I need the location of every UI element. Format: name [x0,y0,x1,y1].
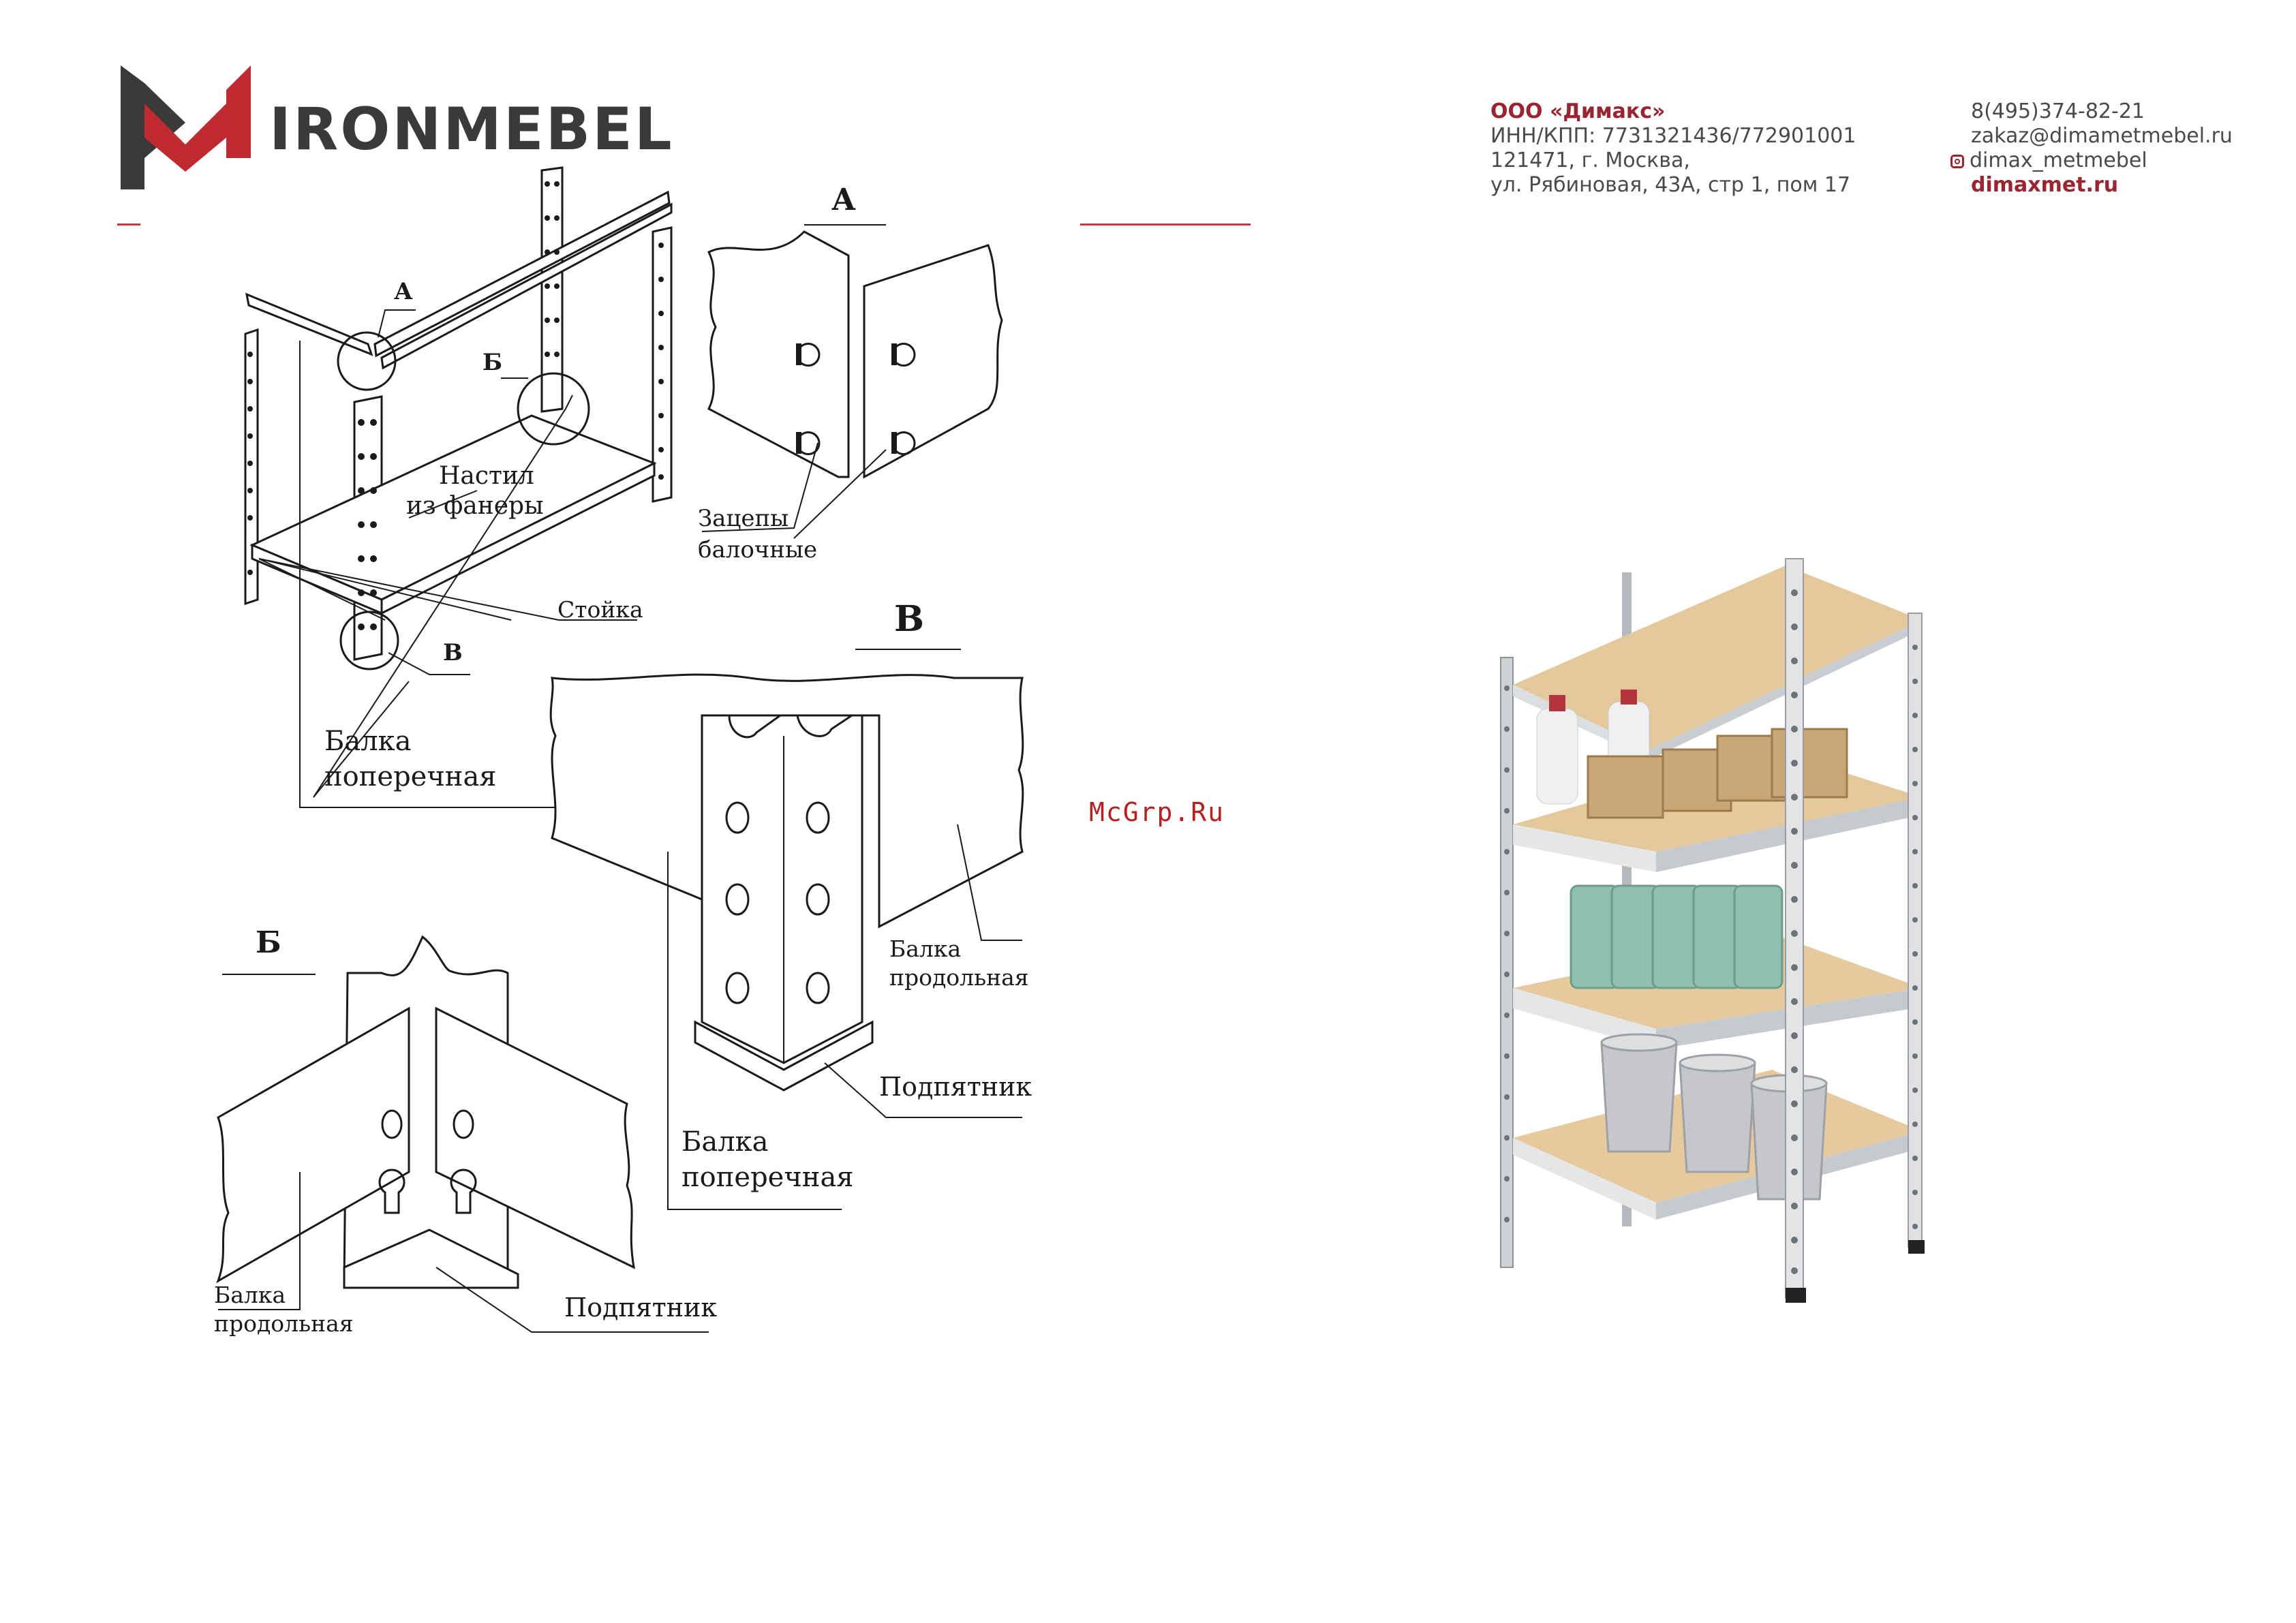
label-balka-poperechnaya-top: Балка поперечная [324,724,497,794]
website-link[interactable]: dimaxmet.ru [1971,173,2119,197]
label-nastil: Настил [439,461,534,492]
callout-b-small: Б [483,349,503,376]
label-zatsepy: Зацепы балочные [698,503,817,566]
label-nastil-line1: Настил [439,462,534,490]
header-rule-left [117,223,140,226]
company-links: 8(495)374-82-21 zakaz@dimametmebel.ru di… [1950,99,2233,197]
label-podpyatnik-right: Подпятник [879,1072,1032,1102]
address-line-2: ул. Рябиновая, 43А, стр 1, пом 17 [1490,173,1851,197]
shelving-unit-illustration [1500,558,1925,1303]
detail-a-drawing [701,230,1003,539]
label-podpyatnik-bottom: Подпятник [564,1293,718,1323]
label-balka-4: Балка [214,1282,286,1308]
label-balka-prodolnaya-right: Балка продольная [889,935,1029,992]
label-prodolnaya-2: продольная [214,1310,354,1337]
label-iz-fanery: из фанеры [406,492,544,520]
instagram-handle: dimax_metmebel [1970,149,2147,172]
label-balka-3: Балка [682,1126,769,1158]
detail-v-drawing [549,673,1024,1210]
email-link[interactable]: zakaz@dimametmebel.ru [1971,124,2233,148]
header-rule-right [1080,223,1251,226]
main-frame-drawing [222,166,961,975]
callout-v-large: В [894,598,924,640]
green-canisters [1570,884,1784,989]
label-balka-1: Балка [324,726,412,757]
label-poperechnaya-1: поперечная [324,761,497,792]
brand-name: IRONMEBEL [269,95,674,164]
callout-v-small: В [443,639,463,666]
label-stoika: Стойка [557,596,643,623]
callout-a-top: А [831,183,856,217]
company-name: ООО «Димакс» [1490,99,1666,123]
front-posts [1785,558,1925,1303]
instagram-link[interactable]: dimax_metmebel [1950,149,2216,173]
buckets [1600,1033,1828,1201]
label-poperechnaya-2: поперечная [682,1162,854,1193]
callout-b-large: Б [256,925,281,960]
detail-b-drawing [216,935,709,1333]
label-balka-prodolnaya-left: Балка продольная [214,1281,354,1338]
label-balka-poperechnaya-bottom: Балка поперечная [682,1124,854,1195]
label-zatsepy-line1: Зацепы [698,505,789,532]
wooden-crates [1587,728,1848,819]
label-prodolnaya-1: продольная [889,964,1029,991]
callout-a-small: А [394,278,413,305]
company-contacts: ООО «Димакс» ИНН/КПП: 7731321436/7729010… [1490,99,1872,197]
logo-mark-icon [121,65,251,189]
label-balka-2: Балка [889,936,962,962]
watermark-text: McGrp.Ru [1089,797,1225,827]
label-zatsepy-line2: балочные [698,536,818,563]
instagram-icon [1950,155,1964,168]
brand-logo [117,63,254,192]
phone-number[interactable]: 8(495)374-82-21 [1971,99,2145,123]
company-inn: ИНН/КПП: 7731321436/772901001 [1490,124,1856,148]
address-line-1: 121471, г. Москва, [1490,149,1690,172]
